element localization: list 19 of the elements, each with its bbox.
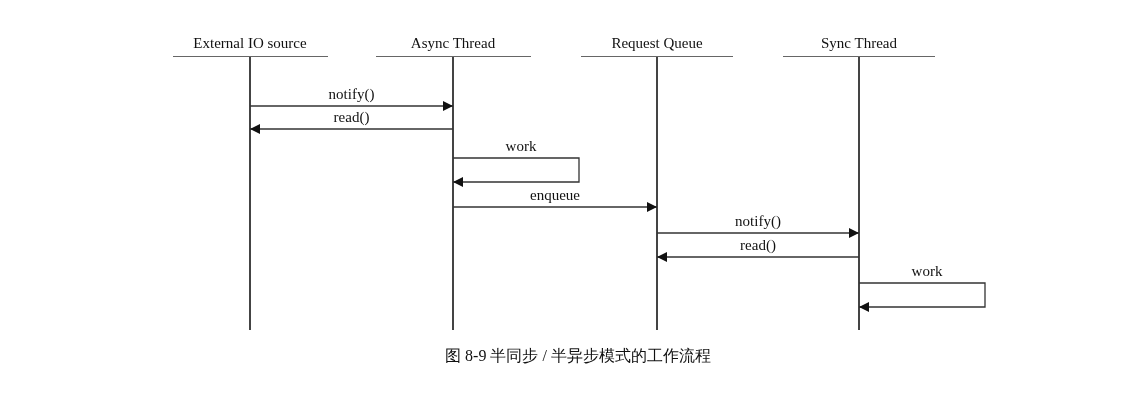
message-arrow bbox=[249, 101, 454, 111]
edge-label: read() bbox=[740, 236, 776, 254]
edge-label: work bbox=[911, 262, 943, 280]
message-arrow bbox=[452, 202, 658, 212]
edge-label: enqueue bbox=[530, 186, 580, 204]
edge-label: notify() bbox=[328, 85, 375, 103]
participant-header: Async Thread bbox=[375, 34, 531, 57]
edge-label: work bbox=[505, 137, 537, 155]
participant-header: Sync Thread bbox=[783, 34, 935, 57]
edge-label: notify() bbox=[735, 212, 781, 230]
message-arrow bbox=[452, 157, 580, 187]
message-arrow bbox=[656, 228, 860, 238]
figure-caption: 图 8-9 半同步 / 半异步模式的工作流程 bbox=[445, 346, 711, 366]
message-arrow bbox=[656, 252, 860, 262]
participant-header: External IO source bbox=[172, 34, 328, 57]
message-arrow bbox=[249, 124, 454, 134]
message-arrow bbox=[858, 282, 986, 312]
edge-label: read() bbox=[333, 108, 370, 126]
participant-header: Request Queue bbox=[581, 34, 733, 57]
